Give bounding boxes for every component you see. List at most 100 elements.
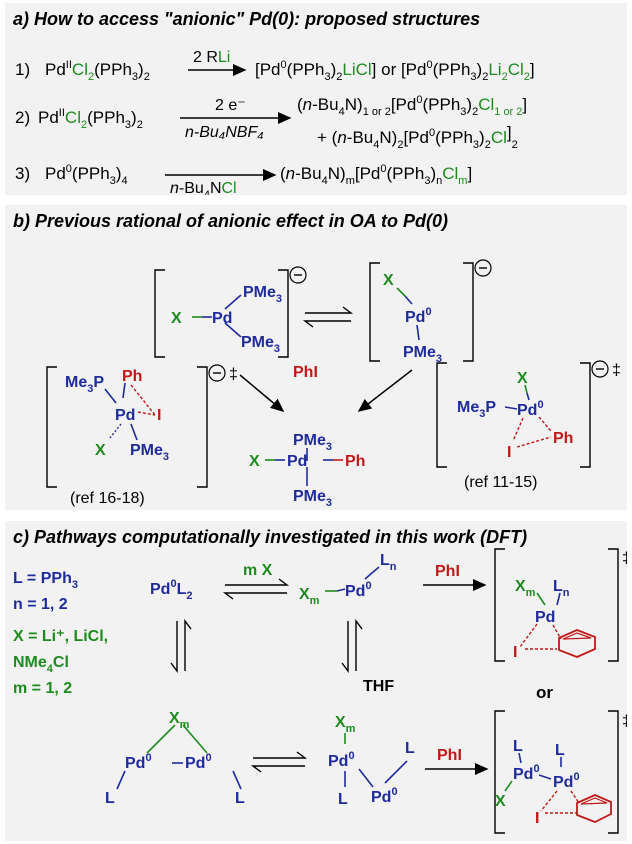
panel-b-scheme: ‡ ‡ X Pd PMe3 PMe3 X Pd0 PMe3 PhI [46,259,621,509]
svg-text:Pd0: Pd0 [328,750,355,770]
svg-text:X: X [95,442,106,459]
svg-text:I: I [513,644,517,661]
svg-text:Pd0: Pd0 [185,752,212,772]
ts-top-mark: ‡ [622,550,627,567]
row1-number: 1) [15,60,30,79]
def-n: n = 1, 2 [13,596,68,613]
svg-text:Pd: Pd [212,310,232,327]
svg-text:I: I [535,810,539,827]
svg-text:Ph: Ph [345,453,365,470]
svg-text:Pd0: Pd0 [517,399,544,419]
reagent-phi-bottom: PhI [437,747,462,764]
svg-text:Pd: Pd [287,453,307,470]
struct-ts-right: Me3P X Pd0 I Ph [457,370,573,461]
row2-reactant: PdIICl2(PPh3)2 [38,107,143,131]
svg-text:PMe3: PMe3 [293,488,332,509]
svg-text:Pd: Pd [115,407,135,424]
arrow-to-product-right [357,369,413,412]
svg-text:L: L [513,738,523,755]
svg-text:Pd0: Pd0 [345,580,372,600]
panel-c-scheme: L = PPh3 n = 1, 2 X = Li⁺, LiCl, NMe4Cl … [13,548,627,834]
svg-text:L: L [105,790,115,807]
anion-charges [208,259,609,382]
svg-text:PMe3: PMe3 [243,284,282,305]
svg-text:I: I [507,444,511,461]
def-X1: X = Li⁺, LiCl, [13,628,108,645]
row2-reagent-bottom: n-Bu₄NBF₄ [185,124,264,141]
row2-number: 2) [15,108,30,127]
svg-text:Me3P: Me3P [65,374,104,395]
struct-ts-left: Me3P Ph Pd I X PMe3 [65,368,169,463]
equilibrium-mx [222,578,290,600]
row3-number: 3) [15,164,30,183]
svg-text:X: X [383,272,394,289]
row3-reactant: Pd0(PPh3)4 [45,163,128,187]
struct-dimer-chain: Xm Pd0 L L Pd0 [328,714,415,808]
struct-ts-bottom: L L Pd0 Pd0 X I [495,738,612,827]
row3-reagent: n-Bu4NCl [170,180,237,195]
svg-text:X: X [495,793,506,810]
svg-text:I: I [157,407,161,424]
svg-text:L: L [405,740,415,757]
row2-reagent-top: 2 e⁻ [215,97,246,114]
panel-c: c) Pathways computationally investigated… [5,521,627,841]
row3-product: (n-Bu4N)m[Pd0(PPh3)nClm] [280,163,472,187]
svg-text:Xm: Xm [299,586,320,607]
row1-reagent: 2 RLi [193,49,230,66]
svg-text:Pd0: Pd0 [553,771,580,791]
equilibrium-bottom [250,751,308,773]
panel-b-title: b) Previous rational of anionic effect i… [13,211,449,231]
phi-reagent-b: PhI [293,364,318,381]
svg-text:Xm: Xm [335,714,356,735]
ts-bottom-bracket [494,710,619,834]
reagent-phi-top: PhI [435,563,460,580]
svg-text:Pd0: Pd0 [125,752,152,772]
svg-text:Ph: Ph [122,368,142,385]
struct-product-b: PMe3 X Pd Ph PMe3 [249,432,365,509]
svg-text:PMe3: PMe3 [241,334,280,355]
svg-text:Ph: Ph [553,430,573,447]
solvent-thf: THF [363,678,394,695]
struct-xm-pd0-ln: Xm Pd0 Ln [299,552,397,607]
svg-text:L: L [338,791,348,808]
row2-product-2: + (n-Bu4N)2[Pd0(PPh3)2Cl]2 [317,123,518,151]
or-label: or [536,683,553,702]
brackets-b [46,262,591,488]
svg-text:PMe3: PMe3 [403,344,442,365]
equilibrium-vertical-right [341,618,363,674]
panel-b: b) Previous rational of anionic effect i… [5,205,627,510]
equilibrium-vertical-left [170,618,192,674]
svg-text:Xm: Xm [515,578,536,599]
struct-xpd-pme3-2: X Pd PMe3 PMe3 [171,284,282,355]
row1-products: [Pd0(PPh3)2LiCl] or [Pd0(PPh3)2Li2Cl2] [255,59,535,83]
equilibrium-arrows-b [302,306,354,328]
svg-text:Me3P: Me3P [457,399,496,420]
ref-right: (ref 11-15) [464,474,538,491]
panel-c-title: c) Pathways computationally investigated… [13,527,528,547]
ts-mark-left: ‡ [229,366,238,383]
svg-text:X: X [171,310,182,327]
row1-reactant: PdIICl2(PPh3)2 [45,59,150,83]
def-X2: NMe4Cl [13,654,69,675]
svg-text:L: L [555,742,565,759]
ts-mark-right: ‡ [612,362,621,379]
ts-bottom-mark: ‡ [622,713,627,730]
row2-product-1: (n-Bu4N)1 or 2[Pd0(PPh3)2Cl1 or 2] [297,94,527,118]
def-m: m = 1, 2 [13,680,72,697]
svg-text:PMe3: PMe3 [130,442,169,463]
svg-text:Pd: Pd [535,609,555,626]
panel-a-title: a) How to access "anionic" Pd(0): propos… [13,9,481,29]
svg-text:PMe3: PMe3 [293,432,332,453]
struct-ts-top: Xm Ln Pd I [513,578,596,661]
struct-dimer-bridged: Xm Pd0 Pd0 L L [105,710,245,807]
svg-text:X: X [517,370,528,387]
ts-top-bracket [494,548,619,662]
panel-a: a) How to access "anionic" Pd(0): propos… [5,3,627,195]
arrow-to-product-left [239,374,285,412]
svg-text:Pd0: Pd0 [513,763,540,783]
reagent-mx: m X [243,562,273,579]
svg-text:Ln: Ln [553,578,570,599]
struct-xpd0-pme3: X Pd0 PMe3 [383,272,442,365]
panel-a-scheme: 1) PdIICl2(PPh3)2 2 RLi [Pd0(PPh3)2LiCl]… [15,49,535,195]
pd0l2: Pd0L2 [150,578,192,602]
